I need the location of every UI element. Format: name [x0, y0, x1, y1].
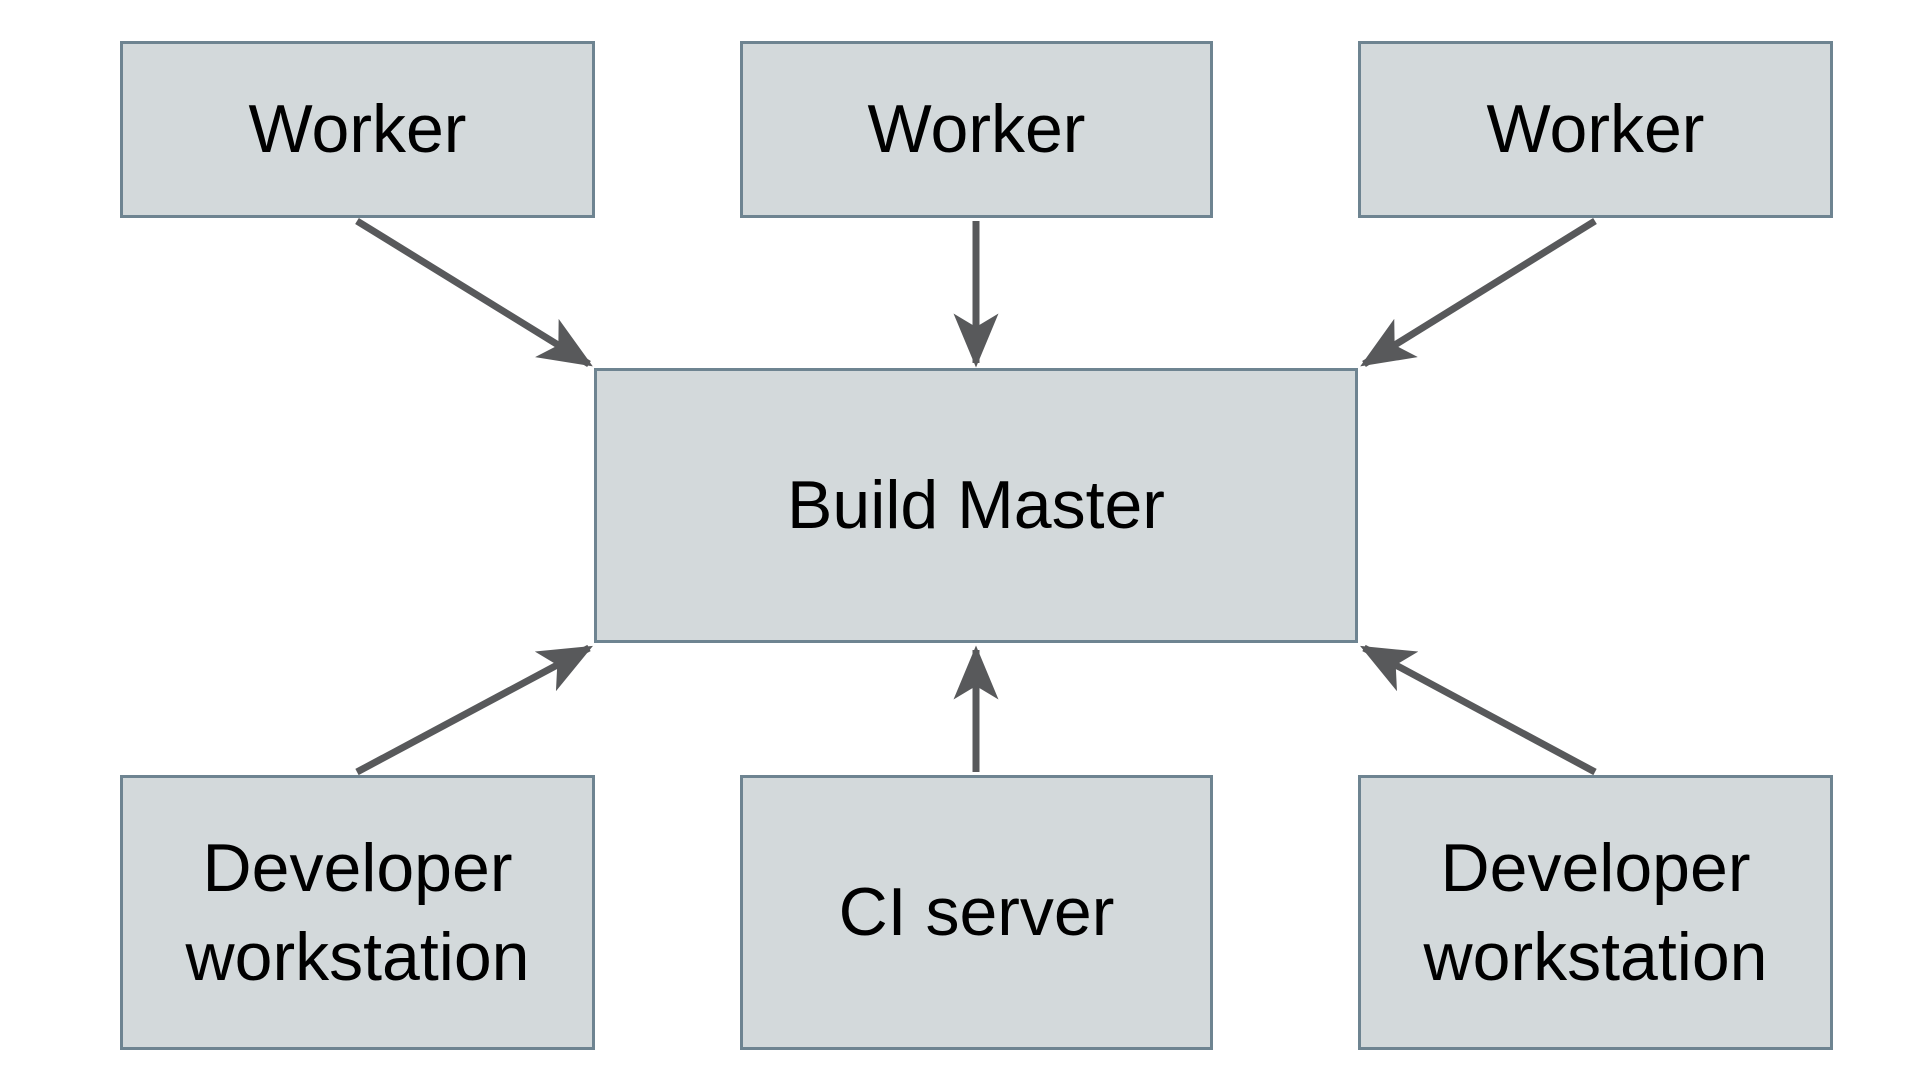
node-developer-workstation-1: Developer workstation — [120, 775, 595, 1050]
arrow-worker-3-to-build-master — [1360, 218, 1597, 367]
node-worker-1-label: Worker — [248, 91, 467, 168]
arrow-worker-1-to-build-master — [355, 218, 593, 367]
node-developer-workstation-1-label: Developer workstation — [185, 830, 530, 995]
node-worker-3-label: Worker — [1486, 91, 1705, 168]
arrow-developer-workstation-1-to-build-master — [355, 644, 593, 776]
node-ci-server: CI server — [740, 775, 1213, 1050]
node-developer-workstation-2: Developer workstation — [1358, 775, 1833, 1050]
arrow-developer-workstation-2-to-build-master — [1360, 644, 1597, 776]
node-worker-2-label: Worker — [867, 91, 1086, 168]
node-build-master-label: Build Master — [787, 467, 1165, 544]
node-worker-3: Worker — [1358, 41, 1833, 218]
node-ci-server-label: CI server — [838, 874, 1115, 951]
node-worker-2: Worker — [740, 41, 1213, 218]
node-developer-workstation-2-label: Developer workstation — [1423, 830, 1768, 995]
node-build-master: Build Master — [594, 368, 1358, 643]
node-worker-1: Worker — [120, 41, 595, 218]
